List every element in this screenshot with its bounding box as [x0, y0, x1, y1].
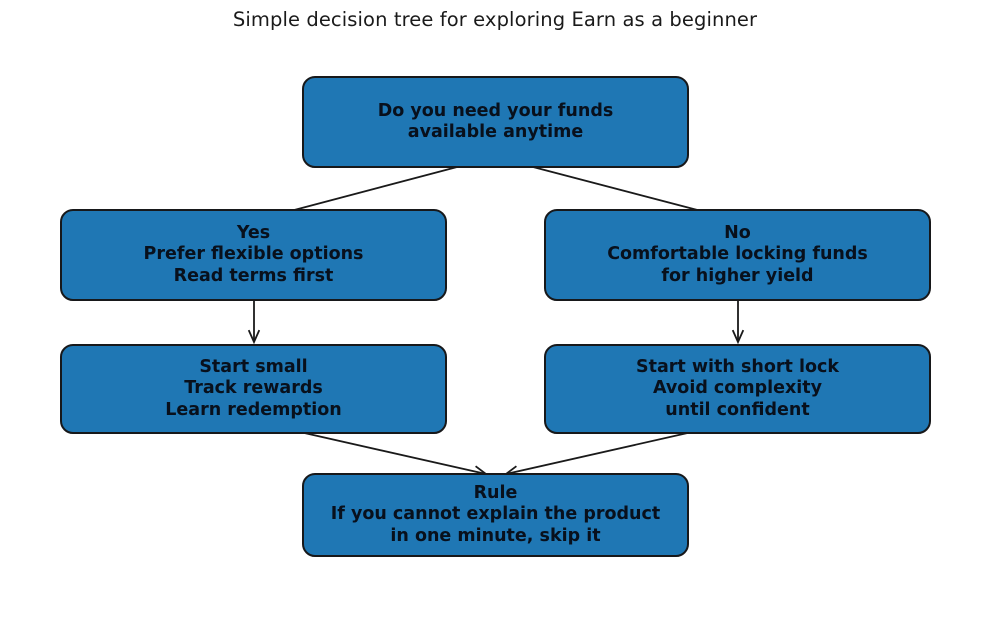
- node-no-action-label: Start with short lock Avoid complexity u…: [636, 356, 839, 420]
- node-yes-branch[interactable]: Yes Prefer flexible options Read terms f…: [60, 209, 447, 301]
- edge-no-to-action: [731, 301, 745, 345]
- node-yes-action-label: Start small Track rewards Learn redempti…: [165, 356, 342, 420]
- node-rule[interactable]: Rule If you cannot explain the product i…: [302, 473, 689, 557]
- node-yes-branch-label: Yes Prefer flexible options Read terms f…: [143, 222, 364, 286]
- node-yes-action[interactable]: Start small Track rewards Learn redempti…: [60, 344, 447, 434]
- page-title: Simple decision tree for exploring Earn …: [232, 8, 758, 31]
- edge-yes-to-action: [247, 301, 261, 345]
- node-root-label: Do you need your funds available anytime: [377, 100, 614, 143]
- node-no-branch-label: No Comfortable locking funds for higher …: [607, 222, 868, 286]
- edge-yes-action-to-rule: [299, 431, 489, 478]
- node-root[interactable]: Do you need your funds available anytime: [302, 76, 689, 168]
- node-no-branch[interactable]: No Comfortable locking funds for higher …: [544, 209, 931, 301]
- edge-no-action-to-rule: [503, 431, 693, 478]
- node-no-action[interactable]: Start with short lock Avoid complexity u…: [544, 344, 931, 434]
- node-rule-label: Rule If you cannot explain the product i…: [330, 482, 661, 546]
